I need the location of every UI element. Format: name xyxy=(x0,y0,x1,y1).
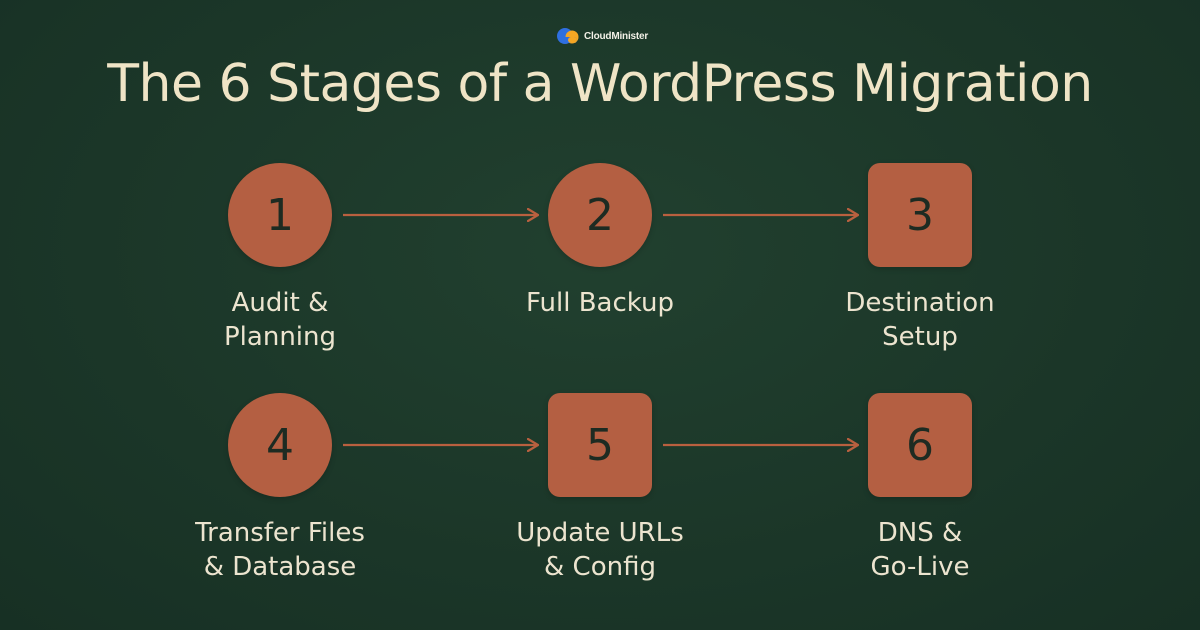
stage-2-label: Full Backup xyxy=(525,288,675,318)
page-title: The 6 Stages of a WordPress Migration xyxy=(107,54,1093,114)
stage-6-node: 6 xyxy=(868,393,972,497)
stage-4-number: 4 xyxy=(266,419,294,471)
stage-5-label: Update URLs & Config xyxy=(516,518,684,582)
stage-2-number: 2 xyxy=(586,189,614,241)
stage-6-label: DNS & Go-Live xyxy=(870,518,970,582)
stage-2-node: 2 xyxy=(548,163,652,267)
stage-3-number: 3 xyxy=(906,189,934,241)
brand-name: CloudMinister xyxy=(584,30,649,42)
stage-1-number: 1 xyxy=(266,189,294,241)
cloud-logo-icon xyxy=(557,28,579,44)
stage-1-node: 1 xyxy=(228,163,332,267)
stage-4-label: Transfer Files & Database xyxy=(195,518,365,582)
stage-6-number: 6 xyxy=(906,419,934,471)
stage-1-label: Audit & Planning xyxy=(224,288,336,352)
stage-5-node: 5 xyxy=(548,393,652,497)
stage-5-number: 5 xyxy=(586,419,614,471)
stage-3-label: Destination Setup xyxy=(845,288,995,352)
stage-4-node: 4 xyxy=(228,393,332,497)
brand: CloudMinister xyxy=(556,26,648,46)
stage-3-node: 3 xyxy=(868,163,972,267)
